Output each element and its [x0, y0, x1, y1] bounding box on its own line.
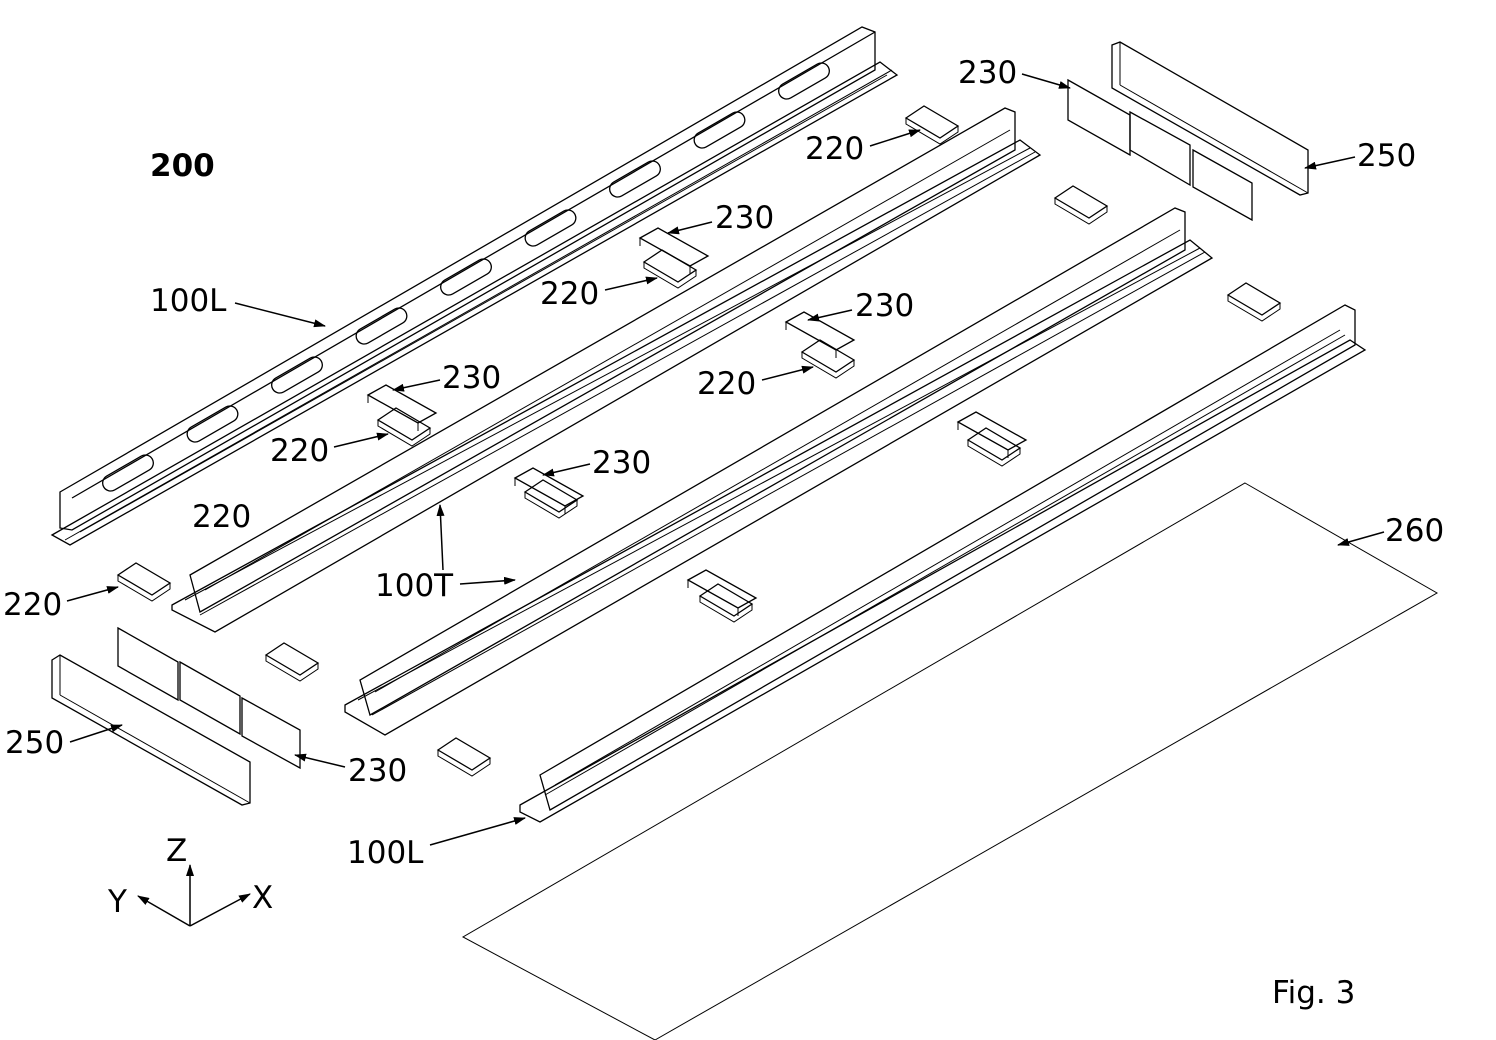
rail-slot	[693, 111, 746, 149]
bracket-boxes-230-right	[1067, 78, 1253, 222]
label-230: 230	[958, 55, 1017, 91]
clip-220	[264, 642, 320, 682]
end-cap-250-right	[1111, 41, 1309, 196]
clip-220	[1053, 185, 1109, 225]
label-250: 250	[5, 725, 64, 761]
bracket-230	[638, 227, 710, 274]
bracket-230	[686, 569, 758, 616]
label-100l-top: 100L	[150, 283, 227, 319]
clip-220	[966, 427, 1022, 467]
rail-slot	[778, 62, 830, 100]
rail-100t-1	[171, 107, 1042, 633]
end-cap-250-left	[51, 654, 251, 806]
label-220: 220	[805, 131, 864, 167]
clip-220	[642, 249, 698, 289]
label-230: 230	[855, 288, 914, 324]
bracket-boxes-230-left	[117, 626, 301, 770]
rail-slot	[186, 405, 239, 443]
bracket-230	[366, 384, 438, 431]
clip-220	[376, 407, 432, 447]
base-plate-260	[461, 482, 1439, 1040]
axis-triad	[137, 864, 251, 927]
rail-slot	[609, 160, 661, 198]
clips-and-brackets	[116, 105, 1282, 777]
rail-slot	[440, 258, 492, 296]
clip-220	[800, 339, 856, 379]
rail-slot	[102, 454, 154, 492]
label-230: 230	[592, 445, 651, 481]
label-220: 220	[270, 433, 329, 469]
bracket-230	[956, 411, 1028, 458]
figure-title: Fig. 3	[1272, 975, 1355, 1011]
clip-220	[116, 562, 172, 602]
label-220: 220	[192, 499, 251, 535]
label-100t: 100T	[375, 568, 454, 604]
clip-220	[904, 105, 960, 145]
label-230: 230	[442, 360, 501, 396]
axis-y-label: Y	[107, 884, 127, 920]
rail-slot	[355, 307, 408, 345]
clip-220	[436, 737, 492, 777]
rail-slot	[524, 209, 577, 247]
rail-slot	[271, 356, 323, 394]
label-230: 230	[348, 753, 407, 789]
label-220: 220	[540, 276, 599, 312]
axis-x-label: X	[252, 880, 273, 916]
label-220: 220	[697, 366, 756, 402]
clip-220	[523, 479, 579, 519]
label-100l-bottom: 100L	[347, 835, 424, 871]
bracket-230	[784, 311, 856, 358]
axis-z-label: Z	[166, 833, 187, 869]
rail-100l-bottom	[519, 304, 1367, 823]
label-230: 230	[715, 200, 774, 236]
clip-220	[698, 583, 754, 623]
leader-arrows	[66, 73, 1385, 846]
rail-100t-2	[344, 207, 1214, 736]
label-260: 260	[1385, 513, 1444, 549]
assembly-ref-label: 200	[150, 148, 215, 184]
rail-100l-top	[50, 26, 899, 546]
label-220: 220	[3, 587, 62, 623]
label-250: 250	[1357, 138, 1416, 174]
bracket-230	[513, 467, 585, 514]
clip-220	[1226, 282, 1282, 322]
